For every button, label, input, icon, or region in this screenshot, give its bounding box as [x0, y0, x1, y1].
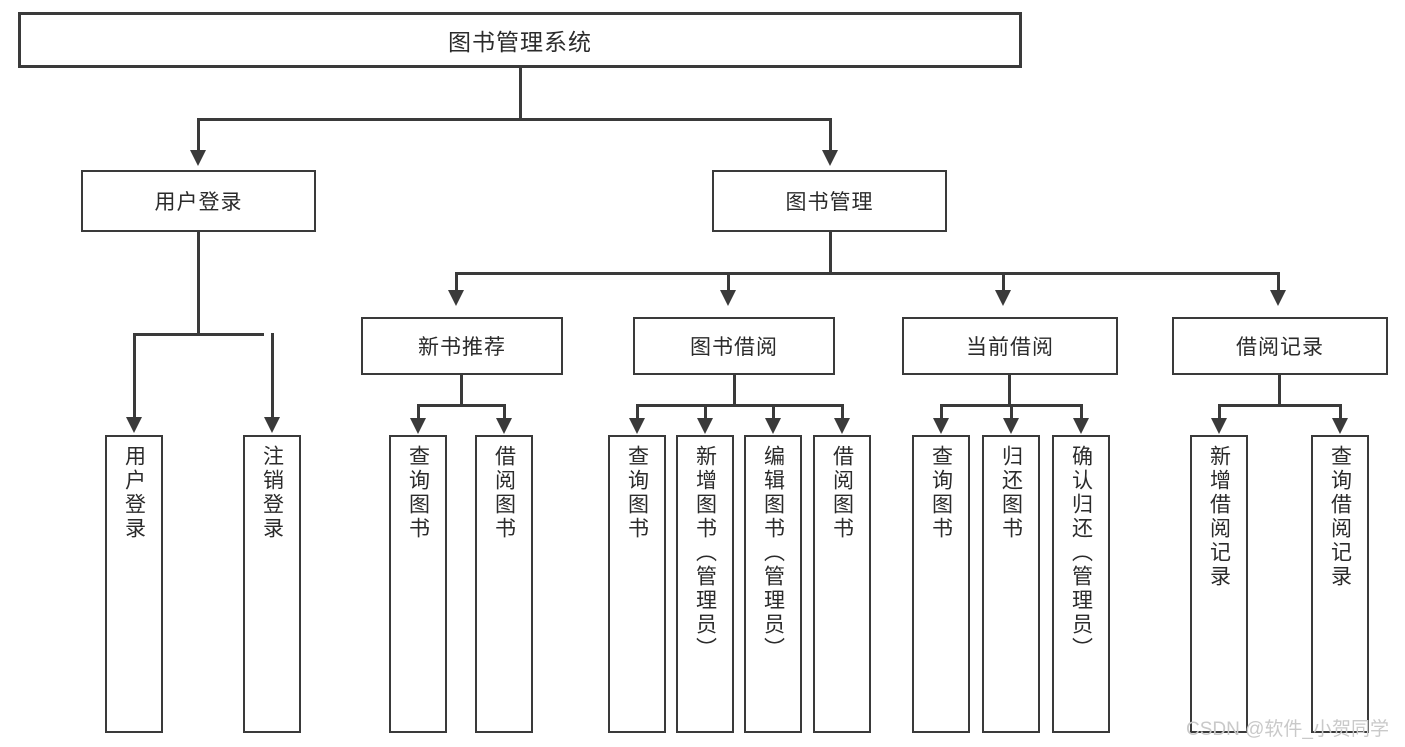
node-root-library-system[interactable]: 图书管理系统	[18, 12, 1022, 68]
arrowhead-current-borrow-leaf-3	[1073, 418, 1089, 434]
edge-borrow-record-leaf-2	[1339, 404, 1342, 419]
node-label: 用户登录	[154, 191, 243, 214]
edge-new-book-leaf-2	[503, 404, 506, 419]
node-label: 归还图书	[999, 445, 1023, 541]
arrowhead-root-to-user-login	[190, 150, 206, 166]
node-label: 查询借阅记录	[1328, 445, 1352, 589]
arrowhead-lvl2-3	[995, 290, 1011, 306]
node-label: 新书推荐	[418, 336, 506, 359]
leaf-record-add-record[interactable]: 新增借阅记录	[1190, 435, 1248, 733]
node-user-login[interactable]: 用户登录	[81, 170, 316, 232]
edge-new-book-leaf-1	[417, 404, 420, 419]
leaf-borrow-add-book-admin[interactable]: 新增图书（管理员）	[676, 435, 734, 733]
node-label: 注销登录	[260, 445, 284, 541]
edge-book-manage-to-lvl2-1	[455, 272, 458, 292]
edge-book-manage-bar	[456, 272, 1280, 275]
edge-book-manage-to-lvl2-3	[1002, 272, 1005, 292]
arrowhead-current-borrow-leaf-2	[1003, 418, 1019, 434]
arrowhead-current-borrow-leaf-1	[933, 418, 949, 434]
node-new-book-recommend[interactable]: 新书推荐	[361, 317, 563, 375]
node-borrow-record[interactable]: 借阅记录	[1172, 317, 1388, 375]
edge-borrow-record-bar	[1219, 404, 1341, 407]
arrowhead-lvl2-1	[448, 290, 464, 306]
leaf-user-login-signin[interactable]: 用户登录	[105, 435, 163, 733]
arrowhead-book-borrow-leaf-2	[697, 418, 713, 434]
edge-book-manage-to-lvl2-2	[727, 272, 730, 292]
edge-root-to-book-manage	[829, 118, 832, 152]
node-label: 用户登录	[122, 445, 146, 541]
edge-book-manage-stem	[829, 232, 832, 272]
arrowhead-new-book-leaf-1	[410, 418, 426, 434]
node-label: 确认归还（管理员）	[1069, 445, 1093, 661]
arrowhead-book-borrow-leaf-1	[629, 418, 645, 434]
leaf-borrow-edit-book-admin[interactable]: 编辑图书（管理员）	[744, 435, 802, 733]
edge-book-borrow-bar	[637, 404, 843, 407]
edge-book-borrow-leaf-2	[704, 404, 707, 419]
edge-book-borrow-leaf-3	[772, 404, 775, 419]
node-label: 当前借阅	[966, 336, 1054, 359]
edge-root-to-user-login	[197, 118, 200, 152]
node-label: 借阅图书	[492, 445, 516, 541]
node-book-management[interactable]: 图书管理	[712, 170, 947, 232]
node-label: 新增借阅记录	[1207, 445, 1231, 589]
edge-root-stem	[519, 68, 522, 118]
edge-current-borrow-leaf-1	[940, 404, 943, 419]
edge-borrow-record-stem	[1278, 375, 1281, 404]
arrowhead-user-login-leaf-1	[126, 417, 142, 433]
edge-user-login-to-leaf-1	[133, 333, 136, 419]
arrowhead-borrow-record-leaf-2	[1332, 418, 1348, 434]
arrowhead-root-to-book-manage	[822, 150, 838, 166]
edge-user-login-stem	[197, 232, 200, 333]
leaf-recommend-query-book[interactable]: 查询图书	[389, 435, 447, 733]
edge-current-borrow-leaf-2	[1010, 404, 1013, 419]
arrowhead-borrow-record-leaf-1	[1211, 418, 1227, 434]
leaf-recommend-borrow-book[interactable]: 借阅图书	[475, 435, 533, 733]
edge-new-book-bar	[418, 404, 504, 407]
leaf-current-query-book[interactable]: 查询图书	[912, 435, 970, 733]
node-label: 借阅记录	[1236, 336, 1324, 359]
node-label: 借阅图书	[830, 445, 854, 541]
edge-book-borrow-stem	[733, 375, 736, 404]
arrowhead-book-borrow-leaf-4	[834, 418, 850, 434]
edge-book-borrow-leaf-1	[636, 404, 639, 419]
edge-borrow-record-leaf-1	[1218, 404, 1221, 419]
leaf-current-confirm-return-admin[interactable]: 确认归还（管理员）	[1052, 435, 1110, 733]
node-label: 编辑图书（管理员）	[761, 445, 785, 661]
node-label: 查询图书	[929, 445, 953, 541]
leaf-borrow-borrow-book[interactable]: 借阅图书	[813, 435, 871, 733]
leaf-record-query-record[interactable]: 查询借阅记录	[1311, 435, 1369, 733]
node-label: 查询图书	[406, 445, 430, 541]
node-label: 查询图书	[625, 445, 649, 541]
edge-current-borrow-leaf-3	[1080, 404, 1083, 419]
arrowhead-lvl2-4	[1270, 290, 1286, 306]
edge-root-bar	[198, 118, 832, 121]
watermark-csdn: CSDN @软件_小贺同学	[1186, 719, 1389, 740]
edge-book-manage-to-lvl2-4	[1277, 272, 1280, 292]
edge-user-login-bar	[134, 333, 264, 336]
node-book-borrow[interactable]: 图书借阅	[633, 317, 835, 375]
node-current-borrow[interactable]: 当前借阅	[902, 317, 1118, 375]
arrowhead-user-login-leaf-2	[264, 417, 280, 433]
edge-current-borrow-stem	[1008, 375, 1011, 404]
node-label: 新增图书（管理员）	[693, 445, 717, 661]
node-label: 图书管理	[785, 191, 874, 214]
node-label: 图书管理系统	[448, 29, 592, 55]
node-label: 图书借阅	[690, 336, 778, 359]
edge-book-borrow-leaf-4	[841, 404, 844, 419]
edge-new-book-stem	[460, 375, 463, 404]
leaf-borrow-query-book[interactable]: 查询图书	[608, 435, 666, 733]
arrowhead-new-book-leaf-2	[496, 418, 512, 434]
leaf-current-return-book[interactable]: 归还图书	[982, 435, 1040, 733]
arrowhead-lvl2-2	[720, 290, 736, 306]
arrowhead-book-borrow-leaf-3	[765, 418, 781, 434]
leaf-user-login-signout[interactable]: 注销登录	[243, 435, 301, 733]
edge-user-login-to-leaf-2	[271, 333, 274, 419]
